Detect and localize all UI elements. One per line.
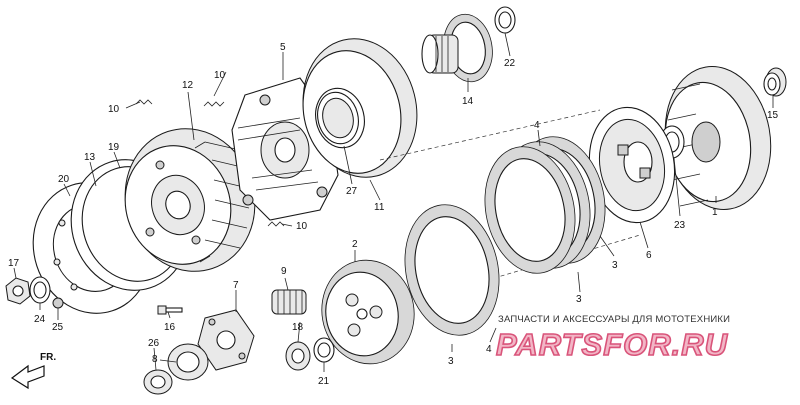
- callout-15: 15: [767, 110, 779, 121]
- callout-27: 27: [346, 186, 358, 197]
- part-25-small-washer: [52, 297, 64, 309]
- callout-17: 17: [8, 258, 20, 269]
- callout-3: 3: [448, 356, 454, 367]
- callout-25: 25: [52, 322, 64, 333]
- callout-2: 2: [352, 239, 358, 250]
- callout-24: 24: [34, 314, 46, 325]
- assembly-axis-upper: [379, 109, 601, 161]
- leader-lines: [13, 32, 774, 372]
- part-18-lifter: [285, 341, 311, 371]
- callout-4: 4: [486, 344, 492, 355]
- callout-1: 1: [712, 207, 718, 218]
- part-10-spring-left: [135, 99, 153, 105]
- part-14-gear: [421, 13, 493, 83]
- callout-10: 10: [108, 104, 120, 115]
- callout-19: 19: [108, 142, 120, 153]
- part-26-bearing: [143, 369, 173, 395]
- callout-11: 11: [374, 202, 385, 213]
- front-arrow-icon: [10, 364, 45, 390]
- part-21-washer: [313, 337, 335, 363]
- part-3-friction-disc-front: [404, 204, 500, 336]
- part-24-lock-washer: [29, 276, 51, 304]
- callout-7: 7: [233, 280, 239, 291]
- callout-9: 9: [281, 266, 287, 277]
- callout-3: 3: [612, 260, 618, 271]
- part-22-washer: [494, 6, 516, 34]
- part-6-clutch-center: [588, 106, 676, 224]
- part-15-bushing: [763, 67, 787, 97]
- part-8-bearing: [167, 343, 209, 381]
- callout-26: 26: [148, 338, 160, 349]
- part-3-4-disc-stack: [484, 136, 606, 274]
- callout-10: 10: [296, 221, 308, 232]
- callout-13: 13: [84, 152, 96, 163]
- front-direction-indicator: FR.: [10, 352, 56, 390]
- callout-18: 18: [292, 322, 304, 333]
- callout-labels: 1 2 3 3 3 4 4 5 6 7 8 9 10 10 10 11 12 1…: [8, 42, 779, 387]
- part-27-bearing-ring: [317, 91, 359, 145]
- part-10-spring-right: [267, 221, 285, 227]
- front-label: FR.: [40, 352, 56, 363]
- callout-6: 6: [646, 250, 652, 261]
- callout-21: 21: [318, 376, 330, 387]
- callout-8: 8: [152, 354, 158, 365]
- callout-5: 5: [280, 42, 286, 53]
- callout-16: 16: [164, 322, 176, 333]
- part-16-bolt: [157, 305, 183, 315]
- watermark: ЗАПЧАСТИ И АКСЕССУАРЫ ДЛЯ МОТОТЕХНИКИ PA…: [495, 314, 730, 363]
- part-9-clutch-spring: [271, 289, 307, 315]
- part-1-clutch-basket: [664, 66, 772, 210]
- callout-23: 23: [674, 220, 686, 231]
- callout-14: 14: [462, 96, 474, 107]
- callout-12: 12: [182, 80, 194, 91]
- callout-10: 10: [214, 70, 226, 81]
- part-2-pressure-plate: [321, 259, 415, 365]
- part-12-clutch-drum: [124, 128, 256, 272]
- part-17-nut: [5, 277, 31, 305]
- callout-22: 22: [504, 58, 516, 69]
- callout-4: 4: [534, 120, 540, 131]
- callout-20: 20: [58, 174, 70, 185]
- watermark-brand: PARTSFOR.RU: [496, 327, 729, 362]
- watermark-caption: ЗАПЧАСТИ И АКСЕССУАРЫ ДЛЯ МОТОТЕХНИКИ: [498, 314, 730, 325]
- part-10-spring-top: [203, 101, 225, 107]
- callout-3: 3: [576, 294, 582, 305]
